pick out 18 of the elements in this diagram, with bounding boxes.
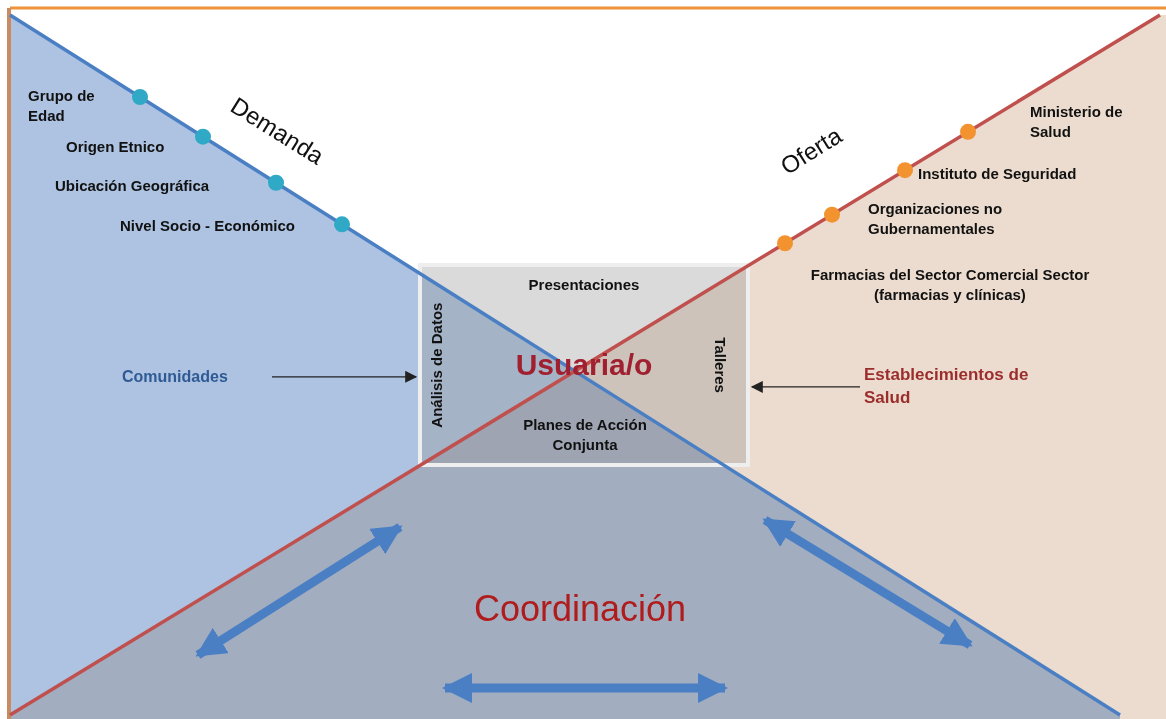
arrow xyxy=(750,380,861,393)
activity-label: Talleres xyxy=(711,336,731,395)
group-label: Comunidades xyxy=(122,366,272,388)
group-label: Establecimientos de Salud xyxy=(864,364,1054,410)
activity-label: Planes de Acción Conjunta xyxy=(522,415,648,456)
actor-label: Instituto de Seguridad xyxy=(918,164,1077,184)
factor-label: Ubicación Geográfica xyxy=(55,176,210,196)
activity-label: Análisis de Datos xyxy=(426,301,446,430)
activity-label: Presentaciones xyxy=(527,275,641,295)
factor-label: Grupo de Edad xyxy=(28,86,96,127)
factor-label: Origen Etnico xyxy=(66,137,165,157)
factor-label: Nivel Socio - Económico xyxy=(120,216,296,236)
actor-label: Ministerio de Salud xyxy=(1030,102,1124,143)
region-title: Coordinación xyxy=(472,587,688,631)
actor-label: Farmacias del Sector Comercial Sector (farmacias y clínicas) xyxy=(809,265,1091,306)
center-box xyxy=(418,263,750,467)
arrow xyxy=(271,370,418,383)
actor-label: Organizaciones no Gubernamentales xyxy=(868,199,1004,240)
